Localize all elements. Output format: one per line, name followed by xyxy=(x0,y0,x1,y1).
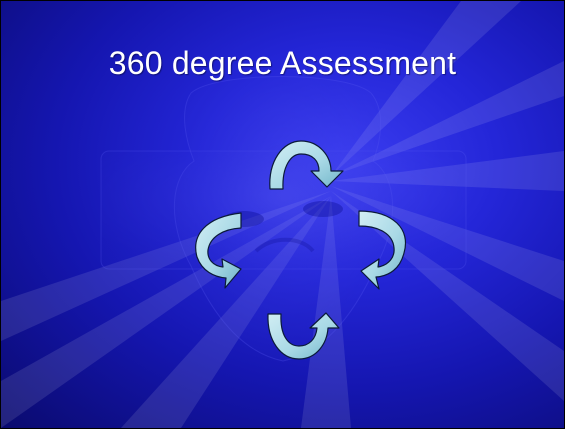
cycle-arrow-left xyxy=(195,212,242,289)
cycle-arrow-bottom xyxy=(267,312,340,360)
face-mask-icon xyxy=(100,76,467,362)
cycle-arrow-top xyxy=(269,140,344,190)
cycle-arrow-right xyxy=(358,210,406,290)
slide-title: 360 degree Assessment xyxy=(108,45,457,81)
